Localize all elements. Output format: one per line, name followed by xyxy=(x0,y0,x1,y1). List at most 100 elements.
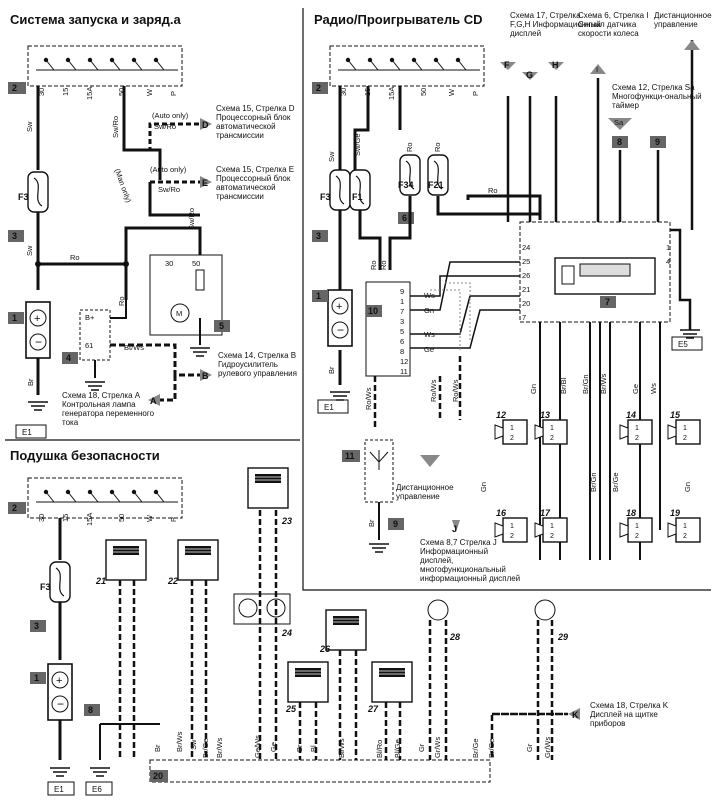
svg-text:21: 21 xyxy=(95,576,106,586)
svg-text:9: 9 xyxy=(400,287,404,296)
svg-text:16: 16 xyxy=(496,508,507,518)
svg-text:17: 17 xyxy=(540,508,551,518)
svg-text:7: 7 xyxy=(522,313,526,322)
svg-text:3: 3 xyxy=(12,231,17,241)
ground-e5: E5 xyxy=(678,340,688,349)
svg-text:14: 14 xyxy=(626,410,636,420)
svg-text:I: I xyxy=(596,65,598,74)
svg-text:Br/Ws: Br/Ws xyxy=(215,737,224,758)
svg-text:Sw/Ge: Sw/Ge xyxy=(353,133,362,156)
svg-text:6: 6 xyxy=(402,213,407,223)
svg-text:K: K xyxy=(572,710,579,720)
svg-text:Ro: Ro xyxy=(488,186,498,195)
svg-text:Sw/Ro: Sw/Ro xyxy=(111,116,120,138)
svg-text:15A: 15A xyxy=(85,513,94,526)
svg-text:2: 2 xyxy=(12,83,17,93)
svg-text:4: 4 xyxy=(66,353,71,363)
radio-unit xyxy=(519,221,671,323)
svg-text:22: 22 xyxy=(167,576,178,586)
svg-text:Gr: Gr xyxy=(525,743,534,752)
svg-text:13: 13 xyxy=(540,410,550,420)
svg-text:1: 1 xyxy=(666,243,670,252)
airbag-ecu-connector xyxy=(149,759,491,783)
svg-text:9: 9 xyxy=(655,137,660,147)
svg-text:J: J xyxy=(452,524,457,534)
svg-text:24: 24 xyxy=(281,628,292,638)
svg-text:Br/Gn: Br/Gn xyxy=(581,374,590,394)
svg-text:30: 30 xyxy=(165,259,173,268)
svg-text:27: 27 xyxy=(367,704,379,714)
svg-text:F3: F3 xyxy=(320,192,331,202)
connector-10 xyxy=(365,281,411,377)
ground-e1: E1 xyxy=(22,428,32,437)
svg-text:26: 26 xyxy=(319,644,331,654)
svg-text:G: G xyxy=(526,70,533,80)
svg-text:P: P xyxy=(471,91,480,96)
svg-text:8: 8 xyxy=(617,137,622,147)
svg-text:Sw: Sw xyxy=(25,121,34,132)
svg-text:1: 1 xyxy=(400,297,404,306)
svg-text:Sa: Sa xyxy=(614,118,624,127)
svg-text:3: 3 xyxy=(316,231,321,241)
svg-text:F: F xyxy=(504,60,510,70)
svg-text:Gr/Ws: Gr/Ws xyxy=(543,737,552,758)
svg-text:Br/Ge: Br/Ge xyxy=(611,472,620,492)
svg-text:7: 7 xyxy=(605,297,610,307)
svg-text:50: 50 xyxy=(192,259,200,268)
svg-text:Ro: Ro xyxy=(433,142,442,152)
svg-text:24: 24 xyxy=(522,243,530,252)
svg-text:30: 30 xyxy=(37,514,46,522)
svg-text:12: 12 xyxy=(400,357,408,366)
arrow-k xyxy=(568,708,580,720)
svg-text:Ge/Ws: Ge/Ws xyxy=(253,735,262,758)
svg-text:15A: 15A xyxy=(387,87,396,100)
svg-text:7: 7 xyxy=(400,307,404,316)
svg-text:Gr/Ws: Gr/Ws xyxy=(433,737,442,758)
svg-text:Ro: Ro xyxy=(405,142,414,152)
svg-text:3: 3 xyxy=(34,621,39,631)
arrow-d: D xyxy=(200,118,212,130)
svg-text:Ro: Ro xyxy=(379,260,388,270)
svg-text:29: 29 xyxy=(557,632,568,642)
radio-frame xyxy=(302,8,711,591)
svg-text:Bl: Bl xyxy=(309,745,318,752)
svg-text:Ro: Ro xyxy=(70,253,80,262)
svg-text:Br: Br xyxy=(367,519,376,527)
svg-text:Sw: Sw xyxy=(25,245,34,256)
svg-text:P: P xyxy=(169,91,178,96)
svg-text:Br/Ge: Br/Ge xyxy=(471,738,480,758)
svg-text:15: 15 xyxy=(61,514,70,522)
svg-text:6: 6 xyxy=(400,337,404,346)
svg-text:W: W xyxy=(145,514,154,522)
svg-text:F34: F34 xyxy=(398,180,414,190)
svg-text:Br: Br xyxy=(295,744,304,752)
svg-text:Bl/Ro: Bl/Ro xyxy=(375,740,384,758)
svg-text:30: 30 xyxy=(339,88,348,96)
svg-text:8: 8 xyxy=(88,705,93,715)
svg-text:Bl/Ws: Bl/Ws xyxy=(337,738,346,758)
svg-text:Sw/Ro: Sw/Ro xyxy=(158,185,180,194)
svg-text:2: 2 xyxy=(316,83,321,93)
svg-text:Ge: Ge xyxy=(424,345,434,354)
svg-text:50: 50 xyxy=(117,88,126,96)
svg-text:F3: F3 xyxy=(40,582,51,592)
svg-text:Sw/Ro: Sw/Ro xyxy=(154,122,176,131)
radio-fusebox: 2 30 15 15A 50 W P xyxy=(312,45,485,100)
svg-text:Gn: Gn xyxy=(479,482,488,492)
svg-text:Ro/Ws: Ro/Ws xyxy=(429,379,438,402)
svg-text:Br: Br xyxy=(327,366,336,374)
svg-text:50: 50 xyxy=(419,88,428,96)
svg-text:30: 30 xyxy=(37,88,46,96)
airbag-fusebox: 2 30 15 15A 50 W P xyxy=(8,477,183,526)
svg-text:B+: B+ xyxy=(85,313,95,322)
